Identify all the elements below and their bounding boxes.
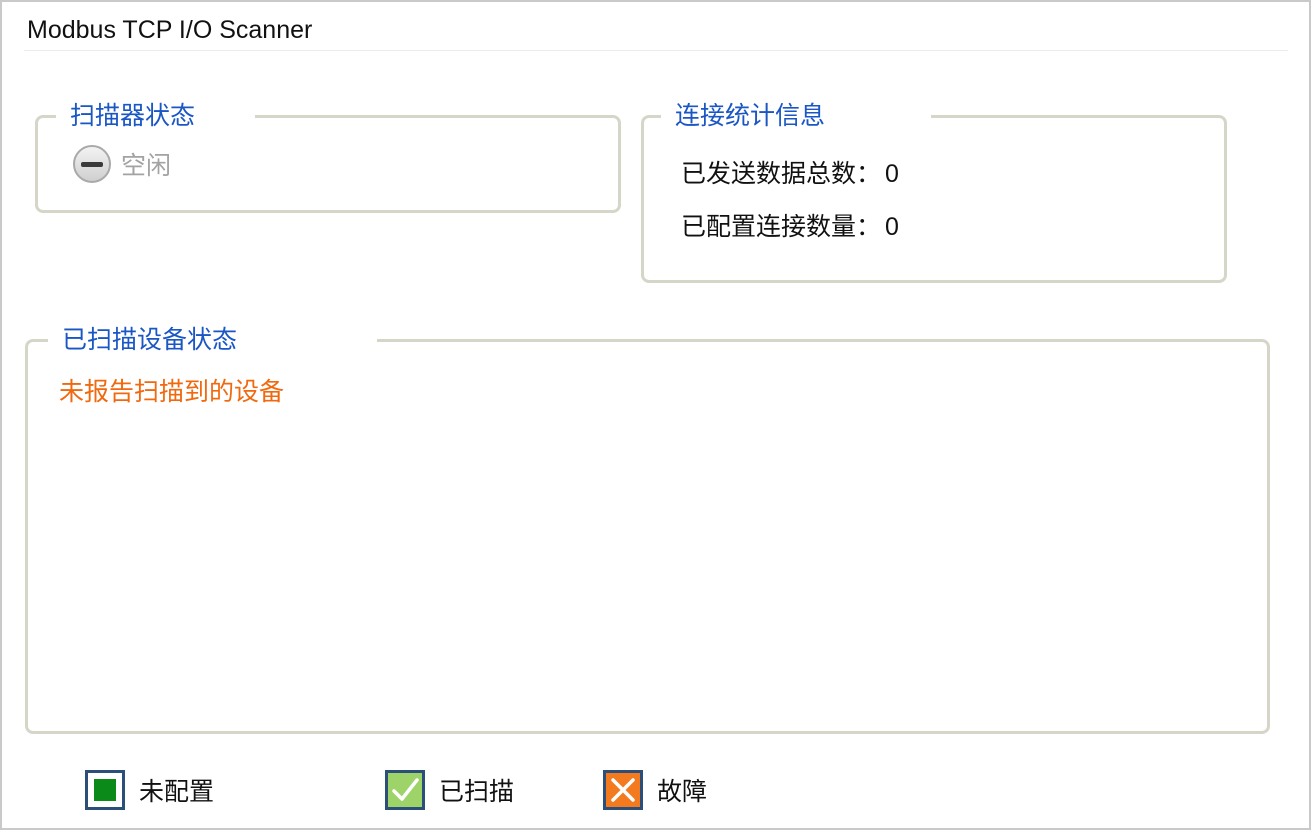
legend-unconfigured: 未配置 bbox=[85, 770, 214, 810]
scanned-devices-group: 已扫描设备状态 未报告扫描到的设备 bbox=[25, 322, 1270, 734]
total-sent-value: 0 bbox=[885, 160, 899, 188]
check-icon bbox=[385, 770, 425, 810]
status-legend: 未配置 已扫描 故障 bbox=[0, 770, 1311, 810]
scanner-status-group: 扫描器状态 空闲 bbox=[35, 98, 621, 213]
x-icon bbox=[603, 770, 643, 810]
total-sent-label: 已发送数据总数： bbox=[681, 159, 882, 188]
title-divider bbox=[24, 50, 1288, 51]
scanner-status-row: 空闲 bbox=[73, 145, 171, 183]
total-sent-stat: 已发送数据总数：0 bbox=[681, 154, 899, 190]
connection-stats-legend: 连接统计信息 bbox=[661, 98, 932, 134]
legend-fault: 故障 bbox=[603, 770, 707, 810]
configured-connections-value: 0 bbox=[885, 213, 899, 241]
connection-stats-group: 连接统计信息 已发送数据总数：0 已配置连接数量：0 bbox=[641, 98, 1227, 283]
legend-scanned: 已扫描 bbox=[385, 770, 514, 810]
legend-fault-label: 故障 bbox=[657, 777, 708, 806]
configured-connections-label: 已配置连接数量： bbox=[681, 212, 882, 241]
scanned-devices-legend: 已扫描设备状态 bbox=[48, 322, 378, 358]
configured-connections-stat: 已配置连接数量：0 bbox=[681, 207, 899, 243]
idle-minus-icon bbox=[73, 145, 111, 183]
page-title: Modbus TCP I/O Scanner bbox=[27, 16, 313, 44]
scanner-status-text: 空闲 bbox=[121, 151, 172, 180]
legend-unconfigured-label: 未配置 bbox=[139, 777, 215, 806]
legend-scanned-label: 已扫描 bbox=[439, 777, 515, 806]
scanner-status-legend: 扫描器状态 bbox=[56, 98, 256, 134]
green-square-icon bbox=[85, 770, 125, 810]
no-devices-message: 未报告扫描到的设备 bbox=[59, 377, 285, 406]
